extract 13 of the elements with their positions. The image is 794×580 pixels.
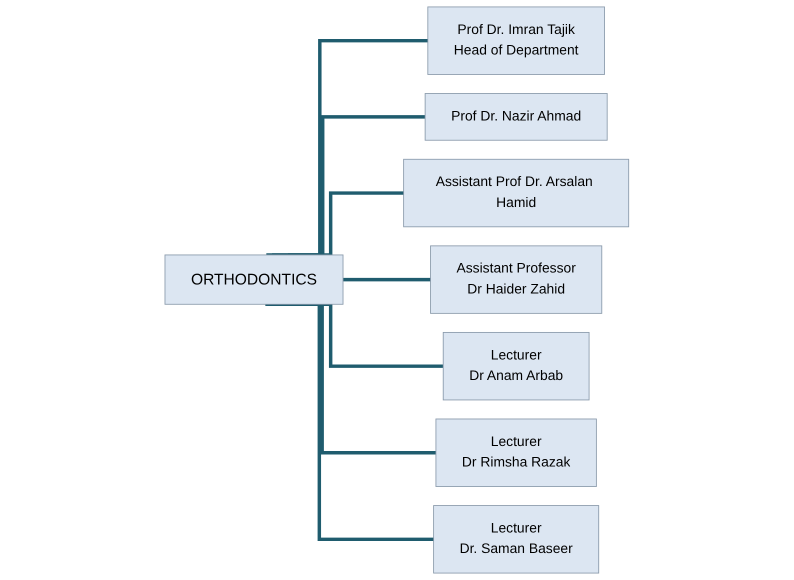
node-box: Lecturer Dr Rimsha Razak: [436, 418, 597, 487]
connector: [266, 302, 434, 542]
node-box: Prof Dr. Imran Tajik Head of Department: [428, 6, 606, 75]
connector: [266, 38, 428, 257]
node-box: Lecturer Dr Anam Arbab: [442, 332, 590, 400]
node-box: Lecturer Dr. Saman Baseer: [433, 505, 600, 574]
connector: [272, 115, 426, 257]
node-box: Prof Dr. Nazir Ahmad: [424, 93, 608, 141]
node-box: ORTHODONTICS: [164, 254, 344, 305]
connector: [343, 278, 431, 282]
node-box: Assistant Prof Dr. Arsalan Hamid: [403, 158, 630, 228]
node-box: Assistant Professor Dr Haider Zahid: [430, 245, 602, 314]
connector: [288, 191, 404, 257]
